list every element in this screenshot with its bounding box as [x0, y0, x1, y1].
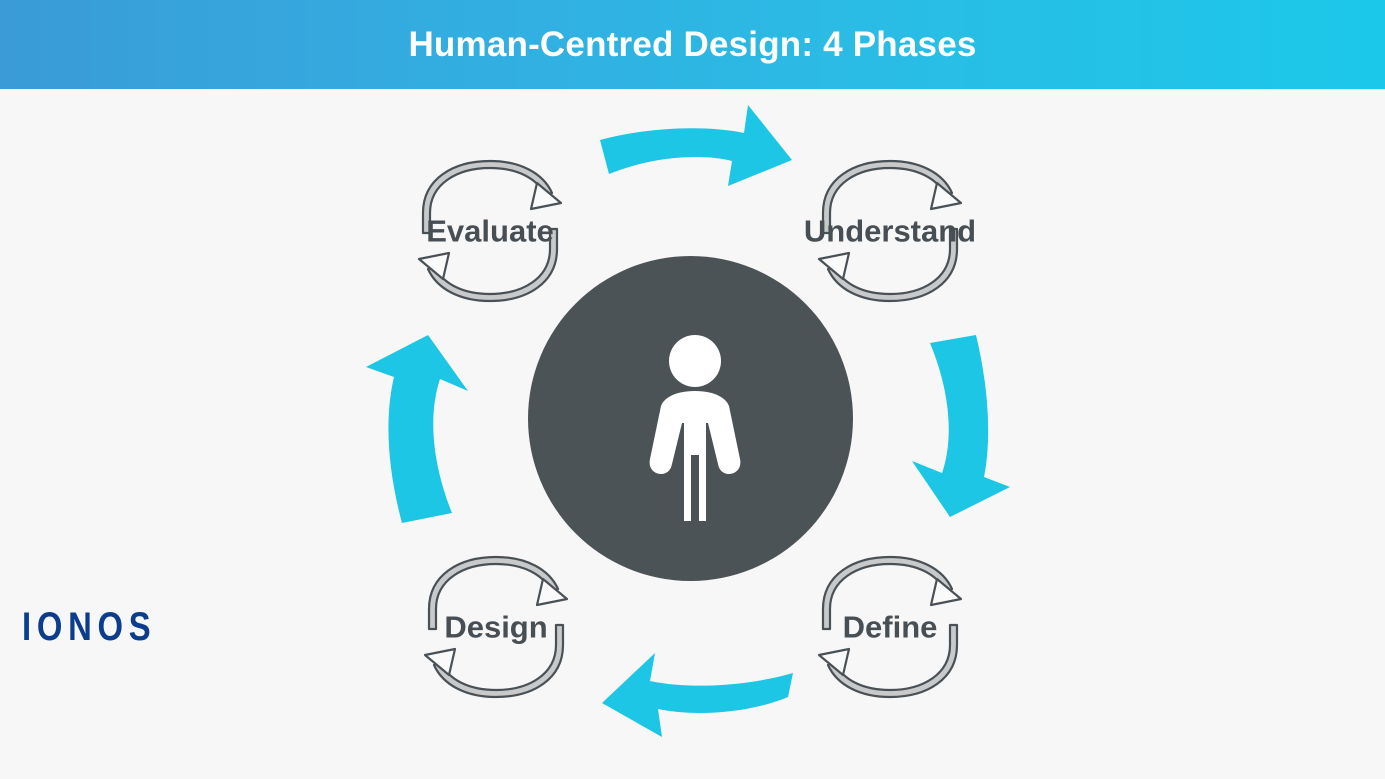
phase-understand[interactable]: Understand — [790, 151, 990, 311]
person-icon — [640, 331, 750, 526]
phase-define[interactable]: Define — [790, 547, 990, 707]
cycle-arrows-icon — [809, 551, 971, 703]
phase-label-understand: Understand — [803, 213, 977, 249]
phase-label-design: Design — [444, 609, 548, 645]
arrow-down-curved-icon — [898, 329, 1026, 519]
arrow-left-curved-icon — [592, 645, 797, 765]
phase-label-evaluate: Evaluate — [426, 213, 554, 249]
cycle-arrows-icon — [415, 551, 577, 703]
ionos-logo: IONOS — [22, 605, 157, 649]
arrow-up-curved-icon — [356, 329, 486, 527]
phase-label-define: Define — [842, 609, 938, 645]
arrow-right-curved-icon — [596, 103, 796, 218]
phase-evaluate[interactable]: Evaluate — [390, 151, 590, 311]
page-title: Human-Centred Design: 4 Phases — [408, 25, 977, 64]
cycle-arrows-icon — [809, 155, 971, 307]
diagram-stage: Evaluate Understand Design — [0, 89, 1385, 779]
header-band: Human-Centred Design: 4 Phases — [0, 0, 1385, 89]
cycle-arrows-icon — [409, 155, 571, 307]
phase-design[interactable]: Design — [396, 547, 596, 707]
